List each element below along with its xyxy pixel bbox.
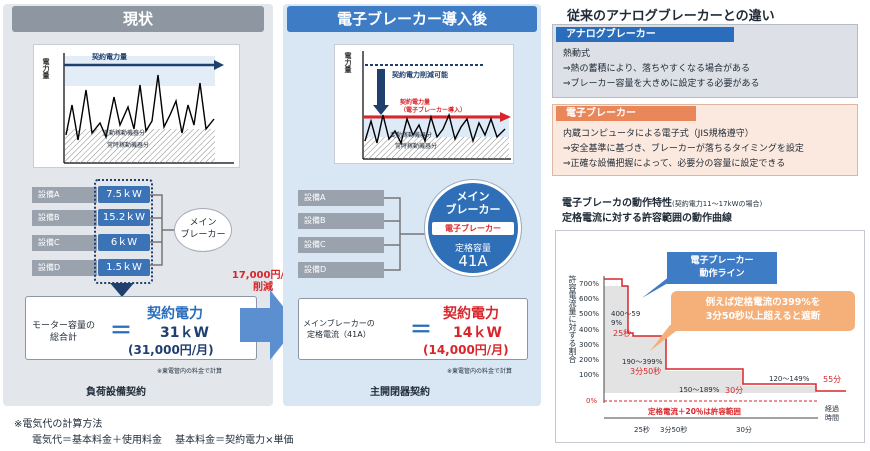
- after-graph: [334, 44, 514, 164]
- analog-line-3: ⇒ブレーカー容量を大きめに設定する必要がある: [563, 79, 760, 89]
- analog-line-2: ⇒熱の蓄積により、落ちやすくなる場合がある: [563, 64, 751, 74]
- current-equals: ＝: [110, 319, 133, 344]
- chart-y-tick-0: 0%: [586, 397, 598, 405]
- electronic-line-2: ⇒安全基準に基づき、ブレーカーが落ちるタイミングを設定: [563, 144, 804, 154]
- callout-pointer: [642, 276, 680, 298]
- current-main-breaker: メイン ブレーカー: [174, 208, 232, 252]
- after-contract-value: 14ｋW: [453, 325, 502, 341]
- chart-y-tick-300: 300%: [579, 341, 600, 349]
- e-breaker-tag: 電子ブレーカー: [432, 222, 514, 235]
- after-header: 電子ブレーカー導入後: [287, 6, 537, 32]
- example-box: 例えば定格電流の399%を 3分50秒以上超えると遮断: [671, 291, 855, 331]
- after-contract-yen: (14,000円/月): [423, 343, 509, 357]
- chart-y-tick-100: 100%: [579, 371, 600, 379]
- current-graph: [33, 44, 240, 168]
- equipment-d-value: 1.5ｋW: [98, 259, 150, 276]
- current-variable-label: 変動稼動機器分: [103, 130, 146, 137]
- after-reduce-label: 契約電力削減可能: [392, 71, 448, 79]
- chart-y-tick-500: 500%: [579, 310, 600, 318]
- current-constant-label: 常時稼動機器分: [107, 142, 150, 149]
- down-arrow: [110, 283, 134, 297]
- after-y-label: 電力量: [344, 52, 352, 73]
- equipment-b-value: 15.2ｋW: [98, 209, 150, 226]
- operation-line: [604, 278, 846, 392]
- char-title: 電子ブレーカの動作特性(契約電力11～17kWの場合): [562, 194, 762, 209]
- after-sum-label: メインブレーカーの 定格電流（41A）: [303, 319, 375, 339]
- equipment-b: 設備B: [32, 210, 97, 226]
- analog-line-1: 熱動式: [563, 49, 591, 59]
- chart-allowed-area: [604, 286, 816, 393]
- current-contract-title: 契約電力: [147, 306, 203, 322]
- electronic-header: 電子ブレーカー: [556, 106, 696, 121]
- current-contract-yen: (31,000円/月): [128, 343, 214, 357]
- electronic-line-3: ⇒正確な設備把握によって、必要分の容量に設定できる: [563, 159, 786, 169]
- characteristic-chart: [603, 276, 846, 419]
- chart-x-tick-30m: 30分: [736, 426, 752, 434]
- after-equipment-b: 設備B: [298, 213, 384, 229]
- chart-y-tick-400: 400%: [579, 326, 600, 334]
- char-subtitle: 定格電流に対する許容範囲の動作曲線: [562, 213, 732, 224]
- chart-y-tick-600: 600%: [579, 295, 600, 303]
- comparison-title: 従来のアナログブレーカーとの違い: [567, 5, 775, 26]
- ann-time-1: 25秒: [613, 329, 632, 338]
- equipment-sum-outline: [94, 179, 153, 284]
- calc-title: ※電気代の計算方法: [14, 419, 103, 430]
- after-note: ※東電管内の料金で計算: [447, 368, 513, 375]
- char-title-main: 電子ブレーカの動作特性: [562, 198, 672, 209]
- after-equipment-c: 設備C: [298, 237, 384, 253]
- saving-label: 17,000円/月 削減: [231, 270, 295, 293]
- ann-range-3: 150～189%: [679, 386, 720, 394]
- after-load-graph: [362, 51, 511, 160]
- equipment-d: 設備D: [32, 260, 97, 276]
- ann-range-2: 190～399%: [622, 358, 663, 366]
- after-equipment-d: 設備D: [298, 262, 384, 278]
- ann-range-1: 400～599%: [611, 310, 641, 327]
- ann-time-4: 55分: [823, 375, 842, 384]
- current-footer: 負荷設備契約: [86, 387, 146, 398]
- after-connector: [384, 197, 428, 271]
- capacity-label: 定格容量: [454, 244, 491, 254]
- equipment-a: 設備A: [32, 187, 97, 203]
- ann-time-2: 3分50秒: [630, 367, 662, 376]
- current-contract-line-label: 契約電力量: [92, 53, 127, 61]
- ann-time-3: 30分: [725, 386, 744, 395]
- char-title-small: (契約電力11～17kWの場合): [672, 200, 763, 208]
- chart-y-tick-700: 700%: [579, 280, 600, 288]
- capacity-value: 41A: [458, 252, 488, 270]
- chart-y-tick-200: 200%: [579, 356, 600, 364]
- chart-y-label: 許容電流量に対する割合: [568, 275, 577, 363]
- analog-header: アナログブレーカー: [556, 27, 734, 42]
- current-header: 現状: [12, 6, 264, 32]
- chart-x-tick-25s: 25秒: [634, 426, 650, 434]
- after-equipment-a: 設備A: [298, 190, 384, 206]
- current-load-graph: [63, 53, 234, 164]
- ann-range-4: 120～149%: [769, 375, 810, 383]
- callout-box: 電子ブレーカー 動作ライン: [667, 252, 777, 284]
- equipment-c: 設備C: [32, 235, 97, 251]
- after-constant-label: 常時稼動機器分: [395, 143, 438, 150]
- current-y-label: 電力量: [42, 58, 50, 79]
- current-note: ※東電管内の料金で計算: [157, 368, 223, 375]
- equipment-connector: [150, 194, 180, 266]
- after-contract-box: [298, 298, 528, 360]
- tolerance-label: 定格電流＋20％は許容範囲: [648, 407, 741, 416]
- after-equals: ＝: [410, 318, 433, 343]
- chart-x-tick-3m50s: 3分50秒: [660, 426, 688, 434]
- equipment-a-value: 7.5ｋW: [98, 186, 150, 203]
- electronic-line-1: 内蔵コンピュータによる電子式（JIS規格遵守）: [563, 129, 754, 139]
- calc-line: 電気代＝基本料金＋使用料金 基本料金＝契約電力×単価: [32, 435, 294, 446]
- equipment-c-value: 6ｋW: [98, 234, 150, 251]
- after-variable-label: 変動稼動機器分: [390, 132, 433, 139]
- example-pointer: [650, 325, 684, 351]
- after-contract-title: 契約電力: [443, 306, 499, 322]
- after-footer: 主開閉器契約: [370, 387, 430, 398]
- chart-x-label: 経過時間: [825, 405, 839, 422]
- current-sum-label: モーター容量の 総合計: [32, 321, 96, 343]
- after-contract-label: 契約電力量 （電子ブレーカー導入）: [400, 99, 467, 114]
- after-main-breaker-label: メイン ブレーカー: [445, 190, 501, 216]
- current-contract-value: 31ｋW: [160, 325, 209, 341]
